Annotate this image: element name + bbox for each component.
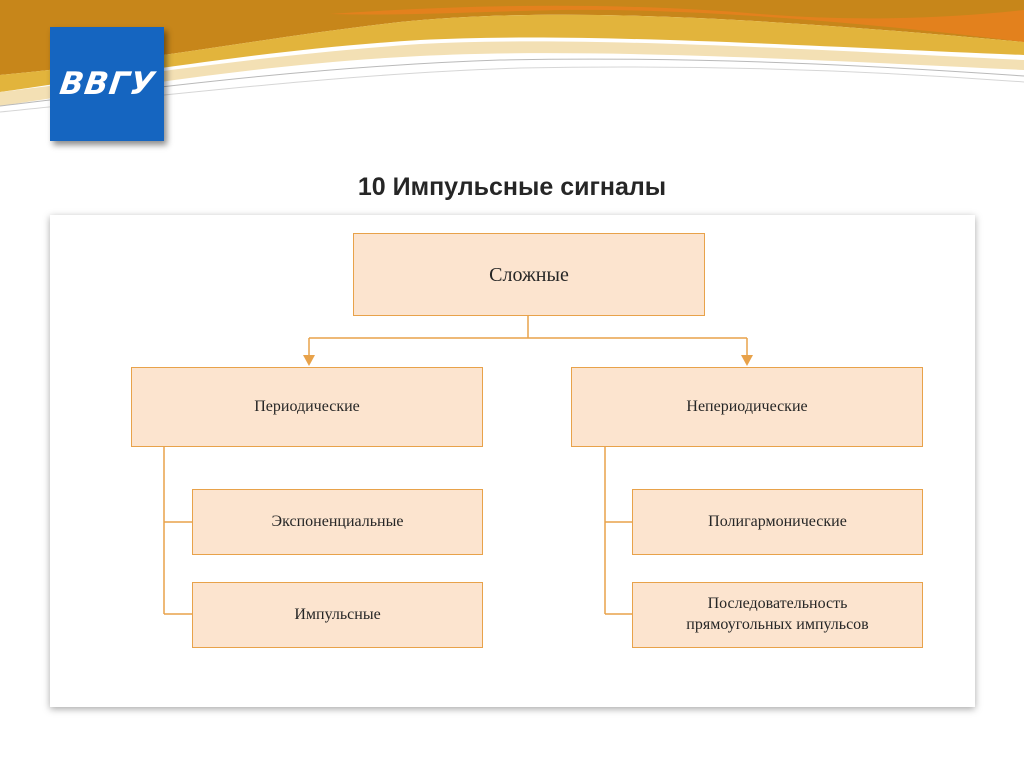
node-label: Полигармонические [708,512,847,530]
node-polyharmonic: Полигармонические [632,489,923,555]
node-label: Импульсные [294,605,381,623]
node-rectangular-pulse-sequence: Последовательность прямоугольных импульс… [632,582,923,648]
node-label: Последовательность прямоугольных импульс… [686,595,869,633]
node-periodic: Периодические [131,367,483,447]
node-label: Сложные [489,263,569,286]
node-nonperiodic: Непериодические [571,367,923,447]
logo-text: ВВГУ [57,66,157,102]
node-complex-signals: Сложные [353,233,705,316]
node-label: Периодические [254,397,360,415]
page-title: 10 Импульсные сигналы [357,173,667,201]
node-exponential: Экспоненциальные [192,489,483,555]
node-impulse: Импульсные [192,582,483,648]
node-label: Непериодические [686,397,808,415]
logo: ВВГУ [50,27,164,141]
node-label: Экспоненциальные [271,512,404,530]
